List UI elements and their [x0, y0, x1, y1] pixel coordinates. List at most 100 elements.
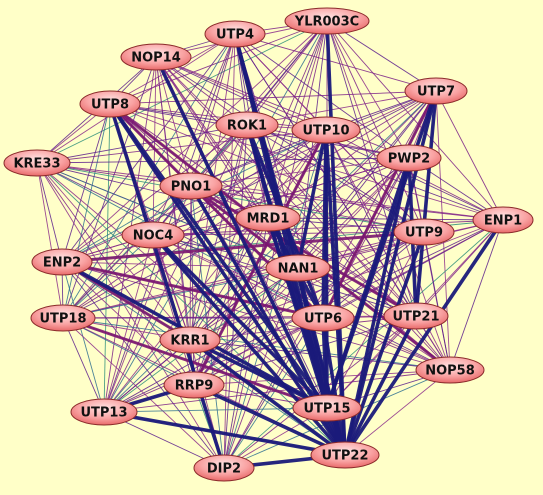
interaction-edge-strong [414, 90, 438, 317]
interaction-edge [193, 219, 504, 386]
interaction-edge [246, 90, 437, 126]
interaction-edge [36, 162, 328, 409]
node-rok1[interactable]: ROK1 [215, 111, 279, 139]
node-ellipse [292, 394, 362, 422]
node-label: UTP15 [303, 402, 350, 417]
interaction-edge [155, 56, 327, 131]
node-label: ENP1 [484, 214, 522, 229]
node-ylr003c[interactable]: YLR003C [284, 7, 370, 35]
node-nop14[interactable]: NOP14 [120, 43, 192, 71]
interaction-edge [152, 90, 437, 236]
node-ellipse [284, 7, 370, 35]
node-utp4[interactable]: UTP4 [204, 20, 266, 48]
node-label: KRR1 [170, 334, 209, 349]
interaction-edge-strong [296, 267, 329, 409]
node-utp13[interactable]: UTP13 [70, 398, 138, 426]
node-label: NAN1 [278, 262, 319, 277]
node-enp1[interactable]: ENP1 [472, 206, 534, 234]
node-ellipse [31, 248, 93, 276]
interaction-edge [344, 369, 451, 456]
interaction-edge [61, 33, 236, 263]
node-ellipse [121, 221, 185, 249]
interaction-edge-strong [103, 410, 346, 457]
node-ellipse [204, 20, 266, 48]
node-utp15[interactable]: UTP15 [292, 394, 362, 422]
node-label: NOP14 [131, 51, 181, 66]
interaction-edge [61, 261, 225, 469]
interaction-edge [61, 261, 346, 456]
node-label: PWP2 [388, 152, 430, 167]
node-enp2[interactable]: ENP2 [31, 248, 93, 276]
node-label: UTP4 [216, 28, 254, 43]
interaction-edge [223, 124, 248, 469]
node-mrd1[interactable]: MRD1 [235, 204, 301, 232]
node-utp7[interactable]: UTP7 [404, 77, 468, 105]
node-ellipse [310, 441, 380, 469]
node-pno1[interactable]: PNO1 [159, 172, 223, 200]
node-ellipse [159, 172, 223, 200]
node-label: PNO1 [171, 180, 212, 195]
interaction-edge [155, 56, 269, 219]
interaction-edge [326, 20, 410, 159]
node-utp9[interactable]: UTP9 [393, 218, 455, 246]
interaction-edge-strong [343, 231, 426, 456]
interaction-edge [267, 217, 417, 317]
interaction-edge [423, 231, 451, 371]
node-ellipse [70, 398, 138, 426]
interaction-edge [223, 219, 504, 469]
interaction-edge [36, 124, 248, 164]
interaction-edge [267, 157, 410, 219]
node-utp8[interactable]: UTP8 [79, 90, 141, 118]
interaction-edge-strong [108, 102, 329, 410]
interaction-edge [449, 219, 504, 371]
node-noc4[interactable]: NOC4 [121, 221, 185, 249]
node-label: NOP58 [425, 364, 475, 379]
interaction-edge [234, 33, 437, 92]
node-utp10[interactable]: UTP10 [291, 116, 361, 144]
interaction-edge-strong [343, 315, 418, 456]
node-ellipse [404, 77, 468, 105]
node-ellipse [415, 356, 485, 384]
node-ellipse [30, 304, 96, 332]
node-nan1[interactable]: NAN1 [265, 254, 331, 282]
interaction-edge-strong [343, 218, 505, 457]
node-ellipse [383, 302, 449, 330]
interaction-edge [267, 90, 437, 219]
interaction-edge-strong [108, 103, 226, 469]
node-dip2[interactable]: DIP2 [193, 454, 255, 482]
node-ellipse [215, 111, 279, 139]
interaction-edge [36, 129, 327, 164]
interaction-edge [62, 90, 437, 319]
node-label: NOC4 [133, 229, 174, 244]
node-utp18[interactable]: UTP18 [30, 304, 96, 332]
interaction-edge [326, 20, 504, 221]
interaction-edge [109, 90, 437, 105]
node-ellipse [120, 43, 192, 71]
node-rrp9[interactable]: RRP9 [163, 371, 225, 399]
node-utp22[interactable]: UTP22 [310, 441, 380, 469]
interaction-edge [61, 124, 248, 263]
node-label: UTP13 [80, 406, 127, 421]
interaction-edge-medium [321, 90, 438, 319]
interaction-edge [152, 56, 157, 236]
node-kre33[interactable]: KRE33 [3, 149, 71, 177]
node-utp6[interactable]: UTP6 [291, 304, 355, 332]
interaction-edge [103, 90, 437, 413]
interaction-edge [62, 103, 111, 319]
node-label: UTP6 [304, 312, 342, 327]
node-label: UTP9 [405, 226, 443, 241]
node-ellipse [159, 326, 221, 354]
node-krr1[interactable]: KRR1 [159, 326, 221, 354]
node-ellipse [3, 149, 71, 177]
interaction-edge [109, 20, 328, 105]
interaction-edge [109, 103, 327, 131]
node-label: MRD1 [247, 212, 290, 227]
interaction-edge [326, 20, 417, 317]
node-nop58[interactable]: NOP58 [415, 356, 485, 384]
node-pwp2[interactable]: PWP2 [376, 144, 442, 172]
interaction-edge [190, 185, 425, 233]
interaction-edge [62, 217, 269, 319]
node-utp21[interactable]: UTP21 [383, 302, 449, 330]
interaction-edge [62, 185, 192, 319]
